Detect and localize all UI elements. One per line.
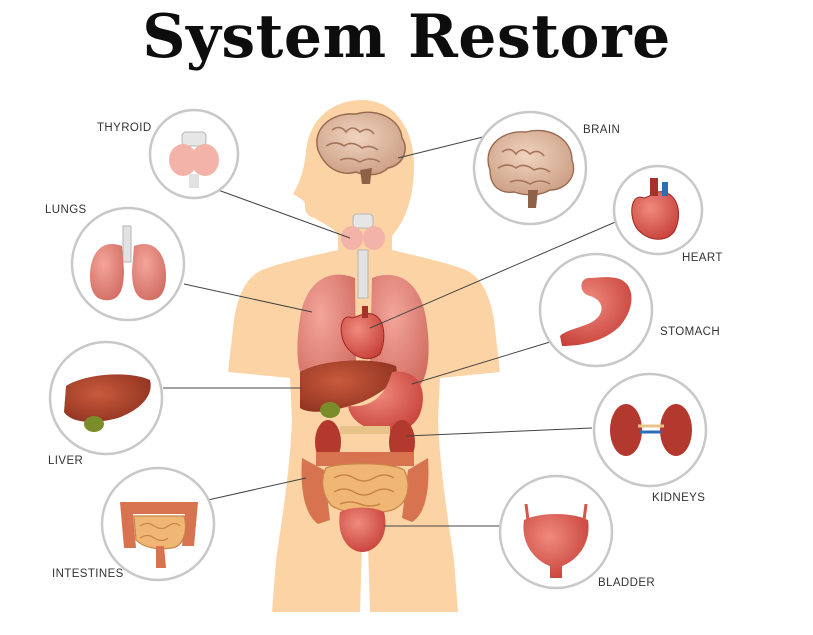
body-stomach <box>348 371 423 433</box>
stomach-callout <box>538 252 654 368</box>
bladder-callout <box>498 474 614 590</box>
label-thyroid: THYROID <box>97 122 152 134</box>
leader-lines <box>163 135 621 527</box>
body-bladder <box>339 507 386 552</box>
lungs-callout <box>70 206 186 322</box>
label-heart: HEART <box>682 252 723 264</box>
label-stomach: STOMACH <box>660 326 721 338</box>
brain-callout <box>472 110 588 226</box>
thyroid-callout <box>148 108 240 200</box>
label-brain: BRAIN <box>583 124 621 136</box>
page-title: System Restore <box>142 2 671 72</box>
label-liver: LIVER <box>48 455 84 467</box>
body-intestines <box>301 452 429 524</box>
label-intestines: INTESTINES <box>52 568 124 580</box>
body-thyroid <box>341 213 385 299</box>
kidneys-callout <box>592 372 708 488</box>
heart-callout <box>612 164 704 256</box>
body-heart <box>340 306 385 360</box>
liver-callout <box>48 340 164 456</box>
label-bladder: BLADDER <box>598 577 656 589</box>
body-brain <box>316 111 406 184</box>
label-kidneys: KIDNEYS <box>652 492 706 504</box>
label-lungs: LUNGS <box>45 204 87 216</box>
body-liver <box>300 360 397 418</box>
intestines-callout <box>100 466 216 582</box>
